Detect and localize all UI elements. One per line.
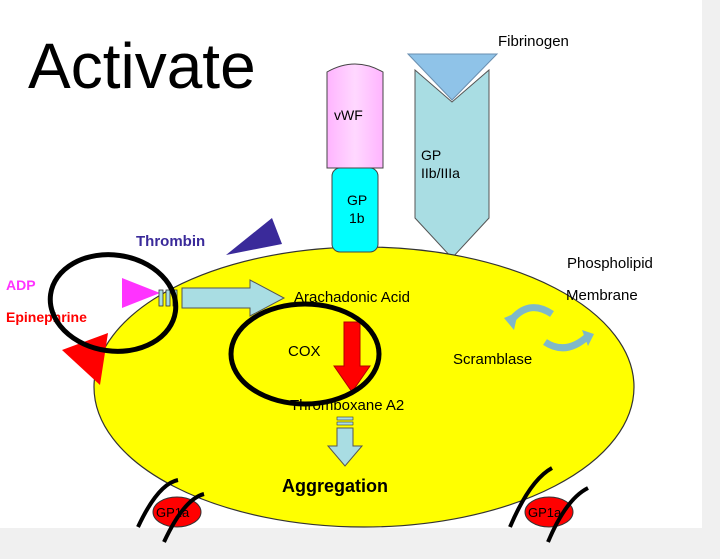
- membrane-label: Membrane: [566, 287, 638, 304]
- highlight-circle-cox: [228, 301, 382, 407]
- slide-title: Activate: [28, 30, 256, 102]
- gp-iib-iiia-label-line1: GP: [421, 147, 441, 163]
- epinephrine-triangle: [62, 333, 108, 385]
- scramblase-arrows-icon: [504, 304, 594, 352]
- cox-label: COX: [288, 343, 321, 360]
- gp1a-right-receptor: [508, 466, 589, 543]
- fibrinogen-label: Fibrinogen: [498, 33, 569, 50]
- thrombin-label: Thrombin: [136, 233, 205, 250]
- gp1b-label-line2: 1b: [349, 210, 365, 226]
- gp-iib-iiia-receptor: [414, 68, 490, 259]
- adp-label: ADP: [6, 277, 36, 293]
- vwf-cylinder: [326, 63, 384, 169]
- adp-triangle: [122, 278, 160, 308]
- gp1b-receptor: [331, 167, 379, 253]
- fibrinogen-triangle: [406, 53, 499, 101]
- gp1a-left-label: GP1a: [156, 505, 190, 520]
- aggregation-label: Aggregation: [282, 476, 388, 496]
- gp1a-right-label: GP1a: [528, 505, 562, 520]
- highlight-circle-adp-epinephrine: [47, 252, 179, 354]
- epinephrine-label: Epinephrine: [6, 309, 87, 325]
- gp1a-left-receptor: [136, 478, 205, 543]
- scramblase-label: Scramblase: [453, 351, 532, 368]
- gp-iib-iiia-label-line2: IIb/IIIa: [421, 165, 460, 181]
- cox-arrow: [333, 321, 371, 393]
- phospholipid-label: Phospholipid: [567, 255, 653, 272]
- gp1b-label-line1: GP: [347, 192, 367, 208]
- thrombin-triangle: [226, 218, 282, 255]
- aggregation-arrow: [326, 416, 364, 467]
- vwf-label: vWF: [334, 107, 363, 123]
- arachadonic-acid-label: Arachadonic Acid: [294, 289, 410, 306]
- signal-arrow-to-arachadonic: [158, 279, 286, 317]
